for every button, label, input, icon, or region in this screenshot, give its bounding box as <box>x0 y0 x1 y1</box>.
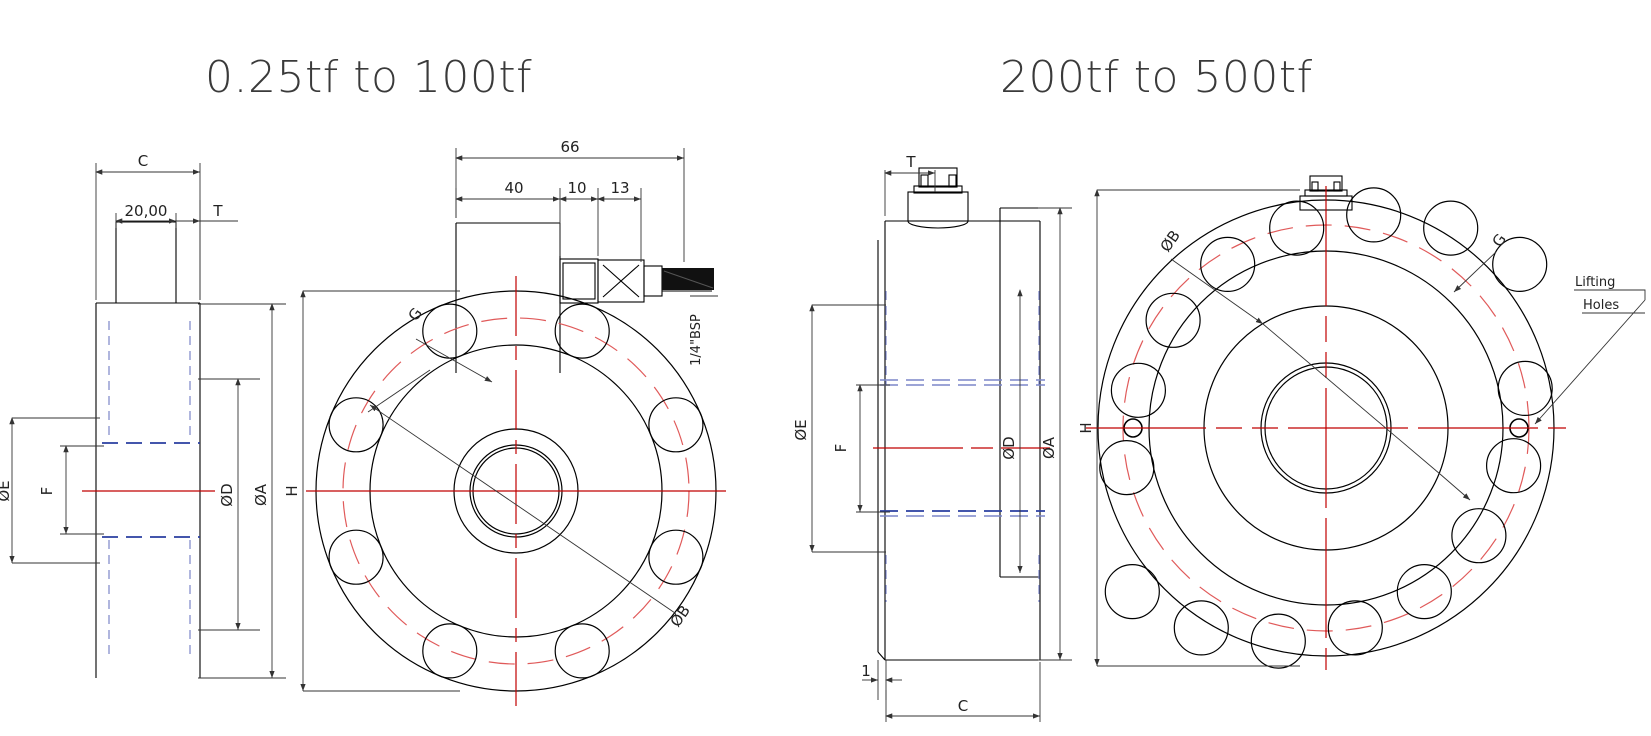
dim-10-label: 10 <box>567 179 586 197</box>
dim-C-left <box>95 163 201 300</box>
dim-E-left-label: ØE <box>0 480 13 501</box>
dim-1-right-label: 1 <box>861 662 871 680</box>
left-connector-profile <box>455 222 712 373</box>
bolt-hole <box>1145 292 1201 348</box>
dim-E-right-label: ØE <box>792 419 810 440</box>
left-drawing-title: 0.25tf to 100tf <box>205 52 533 103</box>
bolt-hole <box>1485 438 1542 494</box>
leader-lifting-holes <box>1534 289 1646 425</box>
dim-A-right <box>1038 207 1072 661</box>
left-front-view: G ØB 66 40 <box>283 138 726 706</box>
dim-E-left <box>9 417 100 564</box>
dim-C-right-label: C <box>958 697 968 715</box>
dim-F-left-label: F <box>38 487 56 496</box>
right-bolt-holes <box>1099 187 1553 669</box>
bolt-hole <box>1104 563 1160 620</box>
dim-2000-left-label: 20,00 <box>125 202 168 220</box>
dim-C-left-label: C <box>138 152 148 170</box>
bolt-hole <box>1346 187 1402 243</box>
leader-B-right <box>1170 258 1471 501</box>
leader-B-left <box>369 404 676 614</box>
bolt-hole <box>1099 440 1155 496</box>
dim-H-right <box>1094 189 1300 667</box>
leader-G-left-label: G <box>405 304 426 324</box>
left-drawing: C 20,00 T ØE <box>0 138 726 706</box>
right-side-view: T ØE F ØD <box>792 153 1072 722</box>
bolt-hole <box>1110 362 1167 418</box>
dim-13-label: 13 <box>610 179 629 197</box>
dim-H-right-label: H <box>1077 422 1095 433</box>
left-front-centerlines <box>306 276 726 706</box>
dim-A-left-label: ØA <box>252 483 270 506</box>
dim-A-left <box>198 303 286 679</box>
dim-T-left-label: T <box>212 202 223 220</box>
right-connector <box>907 167 969 229</box>
right-drawing: T ØE F ØD <box>792 153 1646 722</box>
bolt-hole <box>554 303 610 359</box>
left-cable-taper <box>663 270 714 289</box>
dim-C-right <box>885 662 1041 722</box>
thread-note-label: 1/4"BSP <box>689 314 704 366</box>
right-body-outline <box>877 207 1041 661</box>
bolt-hole <box>1423 200 1479 256</box>
leader-G-right <box>1453 251 1497 293</box>
left-hidden-edges <box>102 321 200 659</box>
dim-D-right-label: ØD <box>1000 436 1018 459</box>
dim-E-right <box>809 304 886 553</box>
bolt-hole <box>328 529 384 585</box>
dim-H-left <box>300 290 460 692</box>
bolt-hole <box>1396 563 1452 620</box>
leader-G-right-label: G <box>1489 230 1510 250</box>
bolt-hole <box>1269 200 1325 256</box>
right-front-centerlines <box>1086 186 1566 670</box>
dim-F-right-label: F <box>832 444 850 453</box>
dim-F-left <box>60 445 104 535</box>
leader-G-left <box>367 338 493 413</box>
dim-66 <box>455 148 685 262</box>
bolt-hole <box>1492 236 1548 292</box>
bolt-hole <box>1250 613 1306 669</box>
left-body-outline <box>95 221 201 678</box>
left-side-view: C 20,00 T ØE <box>0 152 286 679</box>
dim-40-label: 40 <box>504 179 523 197</box>
dim-T-right <box>884 170 936 216</box>
dim-F-right <box>856 384 890 513</box>
right-front-view: ØB G Lifting Holes H <box>1077 175 1646 670</box>
bolt-hole <box>648 529 704 585</box>
lifting-holes-label-line2: Holes <box>1583 298 1619 313</box>
dim-D-left-label: ØD <box>218 483 236 506</box>
bolt-hole <box>1451 508 1507 564</box>
bolt-hole <box>1200 236 1256 292</box>
bolt-hole <box>648 397 704 453</box>
right-drawing-title: 200tf to 500tf <box>1000 52 1313 103</box>
bolt-hole <box>1497 360 1553 416</box>
bolt-hole <box>1173 600 1229 656</box>
leader-B-left-label: ØB <box>667 602 694 630</box>
dim-H-left-label: H <box>283 485 301 496</box>
left-bolt-holes <box>328 303 704 679</box>
bolt-hole <box>328 397 384 453</box>
dim-D-left <box>198 378 260 631</box>
bolt-hole <box>422 623 478 679</box>
dim-2000-left <box>115 200 238 300</box>
dim-A-right-label: ØA <box>1040 436 1058 459</box>
bolt-hole <box>1327 600 1383 656</box>
lifting-holes-label-line1: Lifting <box>1575 275 1615 290</box>
dim-T-right-label: T <box>905 153 916 171</box>
leader-B-right-label: ØB <box>1157 227 1184 255</box>
dim-40-10-13 <box>455 188 642 262</box>
bolt-hole <box>554 623 610 679</box>
dim-66-label: 66 <box>560 138 579 156</box>
